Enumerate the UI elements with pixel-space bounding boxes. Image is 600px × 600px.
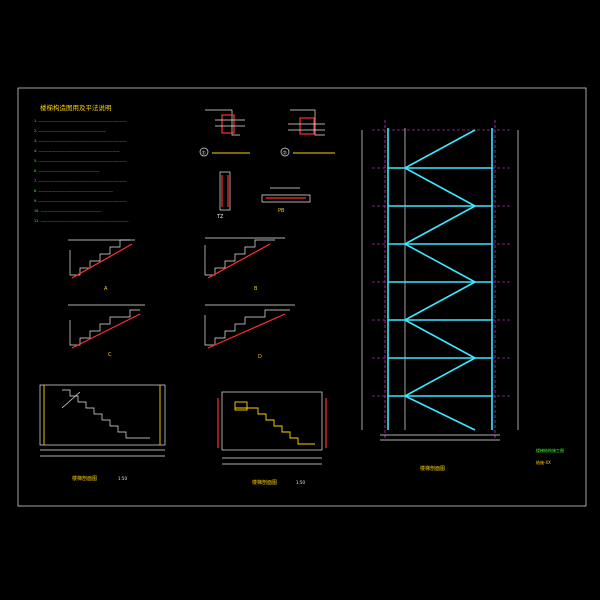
detail-1: ① <box>199 109 250 157</box>
section-middle-scale: 1:50 <box>296 480 305 485</box>
note-11: 11. —————————————————————————— <box>34 219 129 223</box>
note-5: 5. —————————————————————————— <box>34 159 127 163</box>
sheet-title: 楼梯构造图用及平法说明 <box>40 103 112 112</box>
note-2: 2. ———————————————————— <box>34 129 107 133</box>
stair-detail-d: D <box>204 304 295 360</box>
stair-section-right: 楼梯剖面图 <box>361 120 519 472</box>
sheet-frame <box>17 87 587 507</box>
detail-tz: TZ <box>216 171 231 220</box>
note-7: 7. —————————————————————————— <box>34 179 127 183</box>
stair-b-label: B <box>254 286 258 292</box>
note-8: 8. —————————————————————— <box>34 189 114 193</box>
detail-1-label: ① <box>202 151 207 157</box>
detail-2: ② <box>280 109 335 157</box>
detail-pb-label: PB <box>278 208 285 214</box>
notes-block: 1. —————————————————————————— 2. ———————… <box>34 119 129 223</box>
stair-c-label: C <box>108 352 112 358</box>
note-9: 9. —————————————————————————— <box>34 199 127 203</box>
stair-d-label: D <box>258 354 262 360</box>
detail-tz-label: TZ <box>216 214 224 220</box>
detail-pb: PB <box>261 187 311 214</box>
note-3: 3. —————————————————————————— <box>34 139 127 143</box>
section-left: 楼梯剖面图 1:50 <box>39 384 166 482</box>
section-middle: 楼梯剖面图 1:50 <box>217 391 327 486</box>
detail-2-label: ② <box>283 151 288 157</box>
section-left-title: 楼梯剖面图 <box>72 475 97 482</box>
stair-detail-c: C <box>68 304 145 358</box>
title-block-line1: 楼梯结构施工图 <box>536 447 564 453</box>
stair-a-label: A <box>104 286 108 292</box>
note-4: 4. ———————————————————————— <box>34 149 120 153</box>
title-block-line2: 结施-XX <box>536 459 551 465</box>
stair-detail-a: A <box>68 239 135 292</box>
title-block: 楼梯结构施工图 结施-XX <box>536 447 564 465</box>
note-6: 6. —————————————————— <box>34 169 100 173</box>
stair-detail-b: B <box>204 237 285 292</box>
section-middle-title: 楼梯剖面图 <box>252 479 277 486</box>
note-10: 10. —————————————————— <box>34 209 102 213</box>
section-left-scale: 1:50 <box>118 476 127 481</box>
right-section-title: 楼梯剖面图 <box>420 465 445 472</box>
note-1: 1. —————————————————————————— <box>34 119 127 123</box>
